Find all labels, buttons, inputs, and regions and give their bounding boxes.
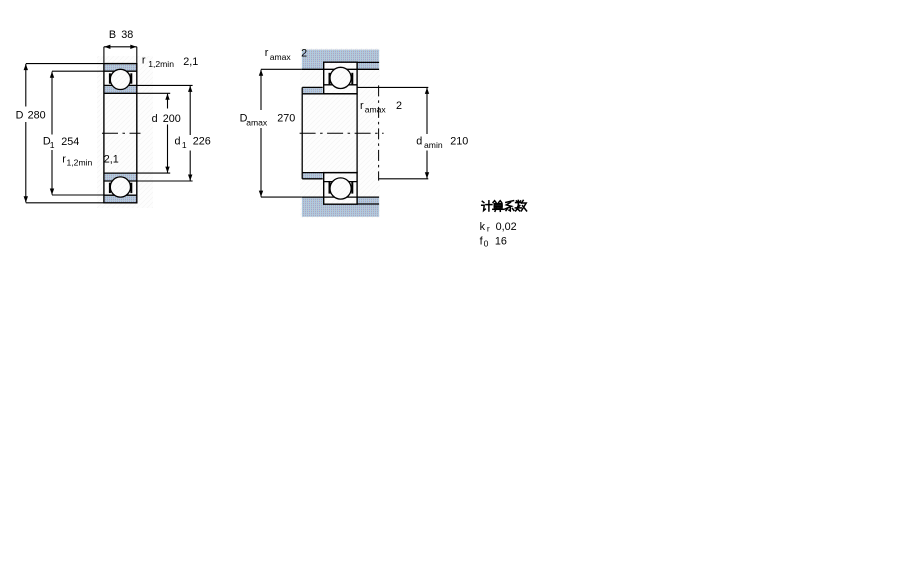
svg-text:210: 210 (450, 135, 468, 147)
svg-text:d: d (152, 113, 158, 125)
svg-text:d: d (416, 135, 422, 147)
svg-text:k: k (480, 221, 486, 233)
svg-text:amax: amax (270, 52, 292, 62)
svg-text:f: f (480, 235, 484, 247)
svg-text:226: 226 (193, 136, 211, 148)
svg-text:1: 1 (182, 140, 187, 150)
svg-text:1: 1 (50, 140, 55, 150)
svg-text:1,2min: 1,2min (67, 158, 93, 168)
svg-text:38: 38 (121, 29, 133, 41)
svg-text:200: 200 (163, 113, 181, 125)
svg-text:0: 0 (484, 239, 489, 249)
svg-text:254: 254 (61, 136, 79, 148)
svg-text:r: r (142, 54, 146, 66)
svg-text:0,02: 0,02 (496, 221, 517, 233)
svg-text:r: r (487, 223, 490, 233)
svg-text:1,2min: 1,2min (148, 59, 174, 69)
svg-text:2: 2 (396, 100, 402, 112)
svg-text:2,1: 2,1 (104, 154, 119, 166)
svg-text:amax: amax (246, 117, 268, 127)
svg-text:280: 280 (28, 110, 46, 122)
svg-text:d: d (175, 136, 181, 148)
svg-text:270: 270 (277, 113, 295, 125)
svg-text:amin: amin (424, 140, 443, 150)
svg-text:D: D (16, 110, 24, 122)
svg-text:D: D (43, 136, 51, 148)
svg-text:r: r (62, 154, 66, 166)
svg-text:16: 16 (495, 235, 507, 247)
svg-text:r: r (265, 47, 269, 59)
svg-text:2,1: 2,1 (183, 56, 198, 68)
svg-text:r: r (360, 100, 364, 112)
svg-text:B: B (109, 29, 116, 41)
svg-text:2: 2 (301, 48, 307, 60)
svg-text:D: D (240, 113, 248, 125)
svg-text:amax: amax (365, 104, 387, 114)
